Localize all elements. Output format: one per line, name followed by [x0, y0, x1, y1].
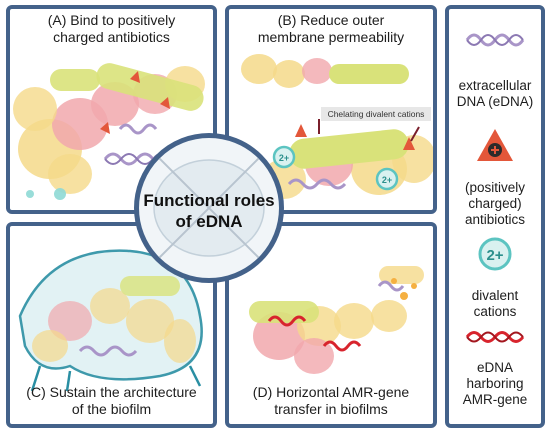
panel-b-title: (B) Reduce outer membrane permeability — [257, 12, 405, 45]
amr-dna-icon — [465, 331, 525, 343]
center-illustration — [139, 138, 279, 278]
center-circle: Functional roles of eDNA — [134, 133, 284, 283]
legend-panel: extracellular DNA (eDNA) (positively cha… — [445, 5, 545, 428]
divalent-cation-icon: 2+ — [478, 237, 512, 271]
panel-d-illustration — [249, 266, 424, 374]
panel-c-title: (C) Sustain the architecture of the biof… — [26, 384, 197, 417]
legend-item-amr: eDNA harboring AMR-gene — [449, 327, 541, 408]
edna-icon — [465, 33, 525, 47]
ion-label-1: 2+ — [279, 153, 289, 163]
panel-b-illustration: 2+ 2+ Chelating divalent cations — [241, 54, 433, 199]
panel-c-illustration — [18, 249, 203, 392]
cation-symbol: 2+ — [486, 247, 503, 264]
legend-item-antibiotic: (positively charged) antibiotics — [449, 127, 541, 228]
center-title: Functional roles of eDNA — [143, 191, 275, 231]
ion-label-2: 2+ — [382, 175, 392, 185]
panel-a-title: (A) Bind to positively charged antibioti… — [47, 12, 176, 45]
panel-d-title: (D) Horizontal AMR-gene transfer in biof… — [252, 384, 410, 417]
legend-item-edna: extracellular DNA (eDNA) — [449, 29, 541, 110]
legend-item-cation: 2+ divalent cations — [449, 235, 541, 320]
chelating-callout: Chelating divalent cations — [328, 109, 425, 119]
antibiotic-icon — [477, 129, 513, 161]
